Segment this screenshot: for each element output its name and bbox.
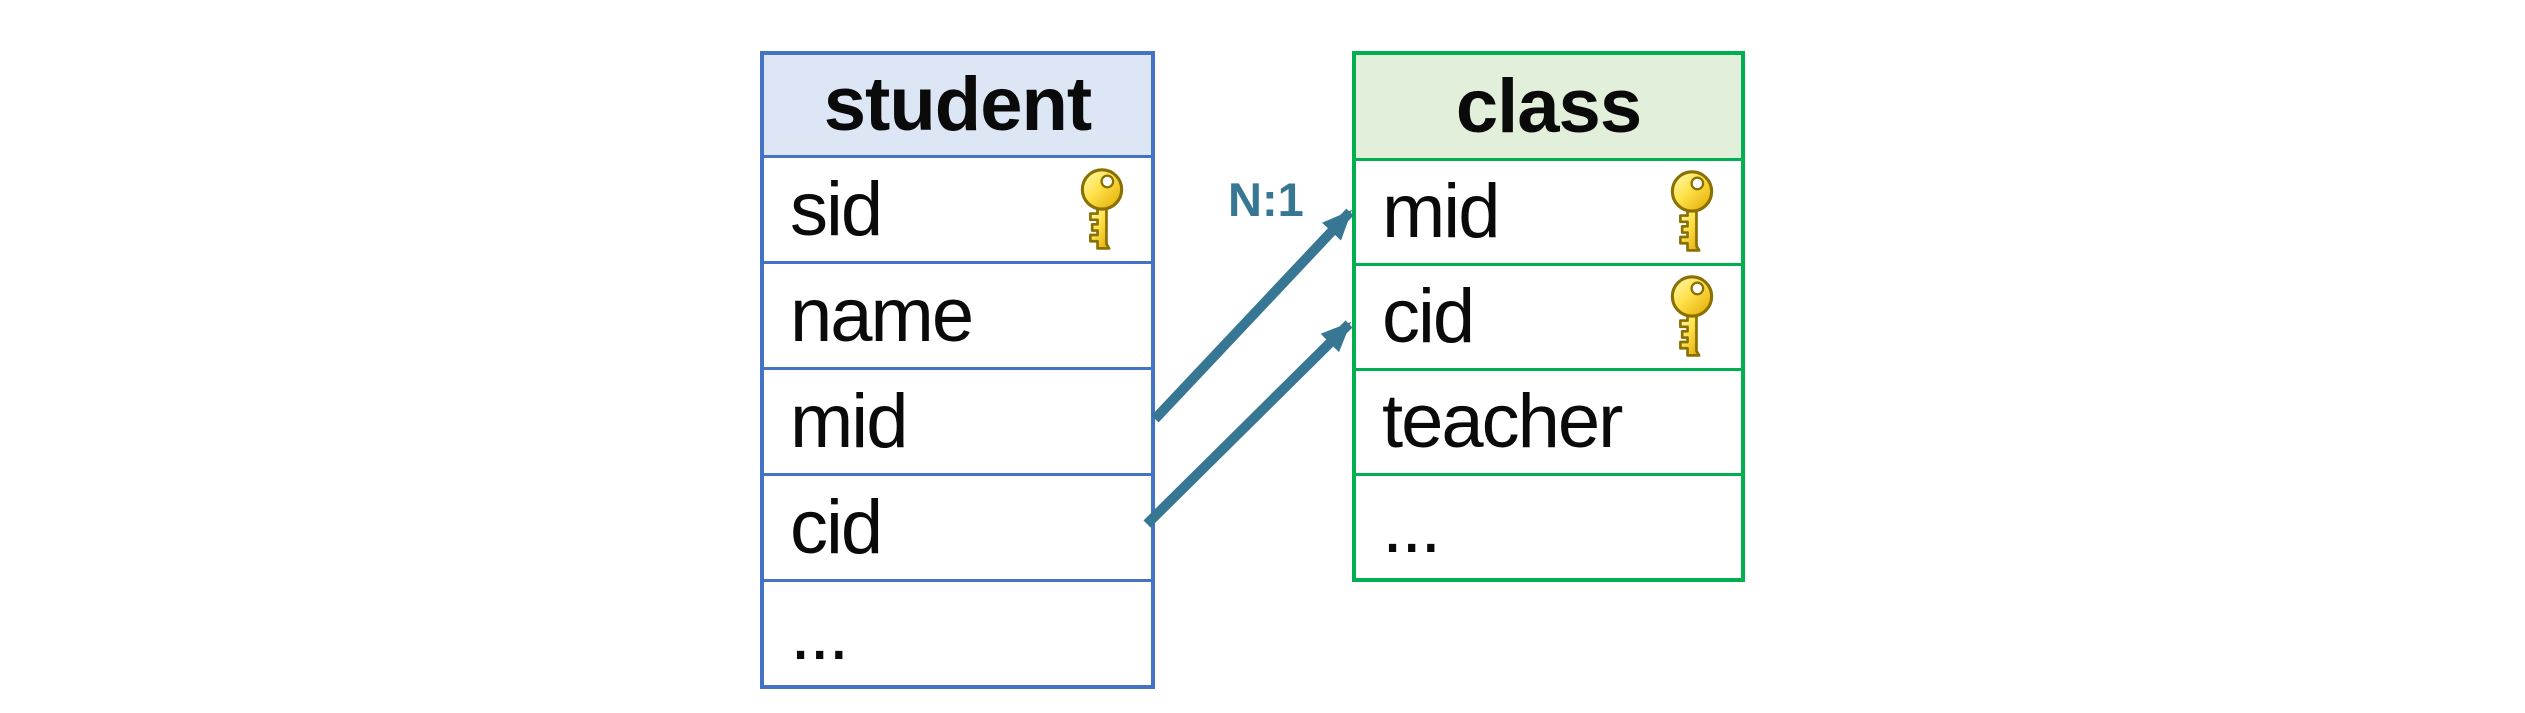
table-class-header: class [1356,55,1741,158]
key-icon [1667,169,1717,255]
field-name: ... [790,590,849,676]
table-student: student sid name mid cid ... [760,51,1155,689]
key-icon [1077,167,1127,253]
field-row-student-ellipsis: ... [764,579,1151,685]
field-row-class-ellipsis: ... [1356,473,1741,578]
field-row-class-mid: mid [1356,158,1741,263]
arrow-student-mid-to-class-mid [1151,208,1354,423]
field-row-class-cid: cid [1356,263,1741,368]
field-name: cid [790,484,883,570]
arrow-student-cid-to-class-cid [1143,320,1353,528]
field-row-class-teacher: teacher [1356,368,1741,473]
key-icon [1667,274,1717,360]
field-name: mid [1382,169,1500,255]
field-name: mid [790,378,908,464]
field-row-student-cid: cid [764,473,1151,579]
field-name: ... [1382,484,1441,570]
field-name: sid [790,166,883,252]
table-class-title: class [1455,63,1642,149]
table-class: class mid cid teacher ... [1352,51,1745,582]
field-name: teacher [1382,379,1623,465]
field-row-student-mid: mid [764,367,1151,473]
field-row-student-sid: sid [764,155,1151,261]
relationship-label: N:1 [1228,173,1304,226]
field-name: name [790,272,974,358]
table-student-header: student [764,55,1151,155]
field-name: cid [1382,274,1475,360]
table-student-title: student [823,62,1092,148]
field-row-student-name: name [764,261,1151,367]
